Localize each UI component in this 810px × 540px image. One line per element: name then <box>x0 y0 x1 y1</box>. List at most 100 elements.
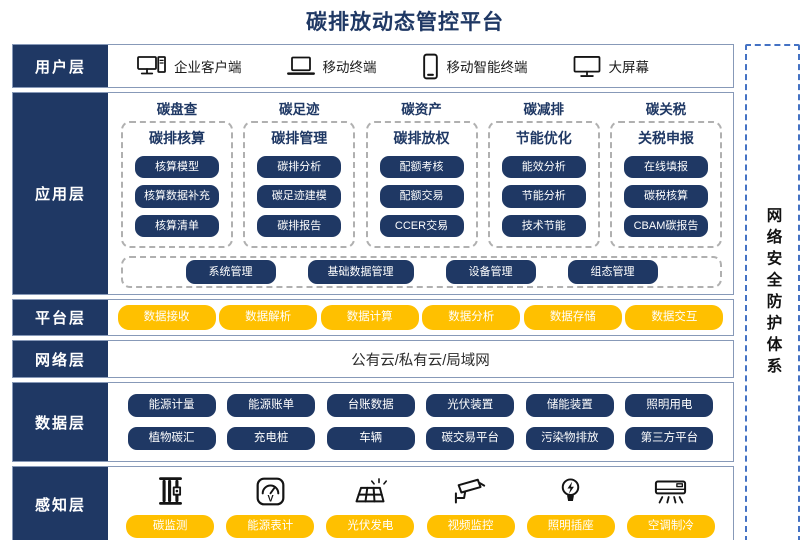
data-chip: 第三方平台 <box>625 427 714 450</box>
perception-chip: 空调制冷 <box>626 514 715 539</box>
platform-chip: 数据解析 <box>219 305 318 330</box>
app-column-carbon-inventory: 碳盘查 碳排核算 核算模型 核算数据补充 核算清单 <box>121 98 233 248</box>
app-column-group: 碳排放权 配额考核 配额交易 CCER交易 <box>365 121 478 248</box>
user-terminal-label: 移动终端 <box>322 60 377 75</box>
svg-text:V: V <box>267 493 274 503</box>
app-chip: 节能分析 <box>501 185 586 208</box>
perception-item-cctv: 视频监控 <box>426 472 515 539</box>
diagram-body: 用户层 企业客户端 <box>0 44 810 540</box>
app-column-group: 关税申报 在线填报 碳税核算 CBAM碳报告 <box>610 121 722 248</box>
desktop-pc-icon <box>136 54 167 78</box>
app-chip: 碳排分析 <box>257 156 342 179</box>
app-column-subheader: 碳排管理 <box>271 130 328 146</box>
app-column-group: 碳排核算 核算模型 核算数据补充 核算清单 <box>121 121 233 248</box>
data-chip: 车辆 <box>326 427 415 450</box>
perception-chip: 照明插座 <box>526 514 615 539</box>
platform-layer-content: 数据接收 数据解析 数据计算 数据分析 数据存储 数据交互 <box>108 300 733 335</box>
management-chip: 设备管理 <box>445 259 536 285</box>
data-chip: 能源账单 <box>227 394 316 417</box>
data-row: 能源计量 能源账单 台账数据 光伏装置 储能装置 照明用电 <box>116 394 725 417</box>
app-column-subheader: 节能优化 <box>515 130 572 146</box>
platform-chip: 数据接收 <box>117 305 216 330</box>
perception-item-solar: 光伏发电 <box>326 472 415 539</box>
management-chip: 组态管理 <box>567 259 658 285</box>
app-chip: 核算清单 <box>135 214 219 237</box>
app-chip: 碳排报告 <box>257 214 342 237</box>
user-layer-content: 企业客户端 移动终端 <box>108 45 733 87</box>
app-chip: CBAM碳报告 <box>624 214 708 237</box>
user-terminal-label: 大屏幕 <box>608 60 650 75</box>
data-chip: 植物碳汇 <box>127 427 216 450</box>
data-chip: 台账数据 <box>326 394 415 417</box>
app-chip: 核算数据补充 <box>135 185 219 208</box>
layer-label-platform: 平台层 <box>13 300 108 335</box>
layer-data: 数据层 能源计量 能源账单 台账数据 光伏装置 储能装置 照明用电 植物碳汇 充… <box>12 382 734 462</box>
app-chip: 配额交易 <box>379 185 464 208</box>
app-chip: 技术节能 <box>501 214 586 237</box>
data-chip: 照明用电 <box>625 394 714 417</box>
app-column-subheader: 关税申报 <box>638 130 694 146</box>
app-chip: CCER交易 <box>379 214 464 237</box>
perception-chip: 碳监测 <box>126 514 215 539</box>
platform-chip: 数据计算 <box>320 305 419 330</box>
data-chip: 能源计量 <box>127 394 216 417</box>
app-column-header: 碳减排 <box>523 102 565 117</box>
layer-label-application: 应用层 <box>13 93 108 294</box>
app-column-group: 节能优化 能效分析 节能分析 技术节能 <box>487 121 600 248</box>
air-conditioner-icon <box>652 472 689 508</box>
cctv-camera-icon <box>452 472 489 508</box>
management-chip: 系统管理 <box>185 259 276 285</box>
app-column-carbon-tariff: 碳关税 关税申报 在线填报 碳税核算 CBAM碳报告 <box>610 98 722 248</box>
user-terminal-smart: 移动智能终端 <box>421 53 528 80</box>
perception-chip: 能源表计 <box>226 514 315 539</box>
application-layer-content: 碳盘查 碳排核算 核算模型 核算数据补充 核算清单 碳足迹 碳排管理 <box>108 93 733 294</box>
user-terminal-bigscreen: 大屏幕 <box>572 54 650 79</box>
security-sidebar: 网络安全防护体系 <box>745 44 800 540</box>
app-chip: 在线填报 <box>624 156 708 179</box>
big-screen-icon <box>572 54 602 79</box>
app-chip: 碳税核算 <box>624 185 708 208</box>
app-column-group: 碳排管理 碳排分析 碳足迹建模 碳排报告 <box>243 121 356 248</box>
layer-user: 用户层 企业客户端 <box>12 44 734 88</box>
layer-label-data: 数据层 <box>13 383 108 461</box>
user-terminal-enterprise: 企业客户端 <box>136 54 242 78</box>
app-column-header: 碳关税 <box>645 102 687 117</box>
light-socket-icon <box>555 472 586 508</box>
data-chip: 储能装置 <box>525 394 614 417</box>
user-terminal-mobile: 移动终端 <box>286 55 377 78</box>
perception-item-carbon-monitor: 碳监测 <box>126 472 215 539</box>
management-group: 系统管理 基础数据管理 设备管理 组态管理 <box>121 255 722 288</box>
layer-label-perception: 感知层 <box>13 467 108 540</box>
layer-application: 应用层 碳盘查 碳排核算 核算模型 核算数据补充 核算清单 <box>12 92 734 295</box>
data-chip: 碳交易平台 <box>426 427 515 450</box>
platform-chip: 数据存储 <box>523 305 622 330</box>
layer-perception: 感知层 <box>12 466 734 540</box>
perception-item-energy-meter: V 能源表计 <box>226 472 315 539</box>
data-row: 植物碳汇 充电桩 车辆 碳交易平台 污染物排放 第三方平台 <box>116 427 725 450</box>
solar-panel-icon <box>352 472 388 508</box>
security-sidebar-label: 网络安全防护体系 <box>764 207 782 379</box>
app-chip: 配额考核 <box>379 156 464 179</box>
perception-layer-content: 碳监测 V 能源表计 <box>108 467 733 540</box>
page-title: 碳排放动态管控平台 <box>306 11 504 34</box>
app-column-carbon-asset: 碳资产 碳排放权 配额考核 配额交易 CCER交易 <box>365 98 478 248</box>
perception-item-hvac: 空调制冷 <box>626 472 715 539</box>
app-column-carbon-reduction: 碳减排 节能优化 能效分析 节能分析 技术节能 <box>487 98 600 248</box>
app-column-header: 碳资产 <box>401 102 442 117</box>
management-chip: 基础数据管理 <box>307 259 414 285</box>
data-layer-content: 能源计量 能源账单 台账数据 光伏装置 储能装置 照明用电 植物碳汇 充电桩 车… <box>108 383 733 461</box>
app-column-subheader: 碳排核算 <box>149 130 205 146</box>
platform-chip: 数据分析 <box>422 305 521 330</box>
perception-chip: 光伏发电 <box>326 514 415 539</box>
energy-meter-icon: V <box>254 472 287 508</box>
perception-chip: 视频监控 <box>426 514 515 539</box>
app-chip: 能效分析 <box>501 156 586 179</box>
data-chip: 光伏装置 <box>426 394 515 417</box>
user-terminal-label: 移动智能终端 <box>446 60 528 75</box>
app-column-carbon-footprint: 碳足迹 碳排管理 碳排分析 碳足迹建模 碳排报告 <box>243 98 356 248</box>
app-column-header: 碳足迹 <box>279 102 320 117</box>
platform-chip: 数据交互 <box>625 305 724 330</box>
user-terminal-label: 企业客户端 <box>174 60 242 75</box>
laptop-icon <box>286 55 316 78</box>
